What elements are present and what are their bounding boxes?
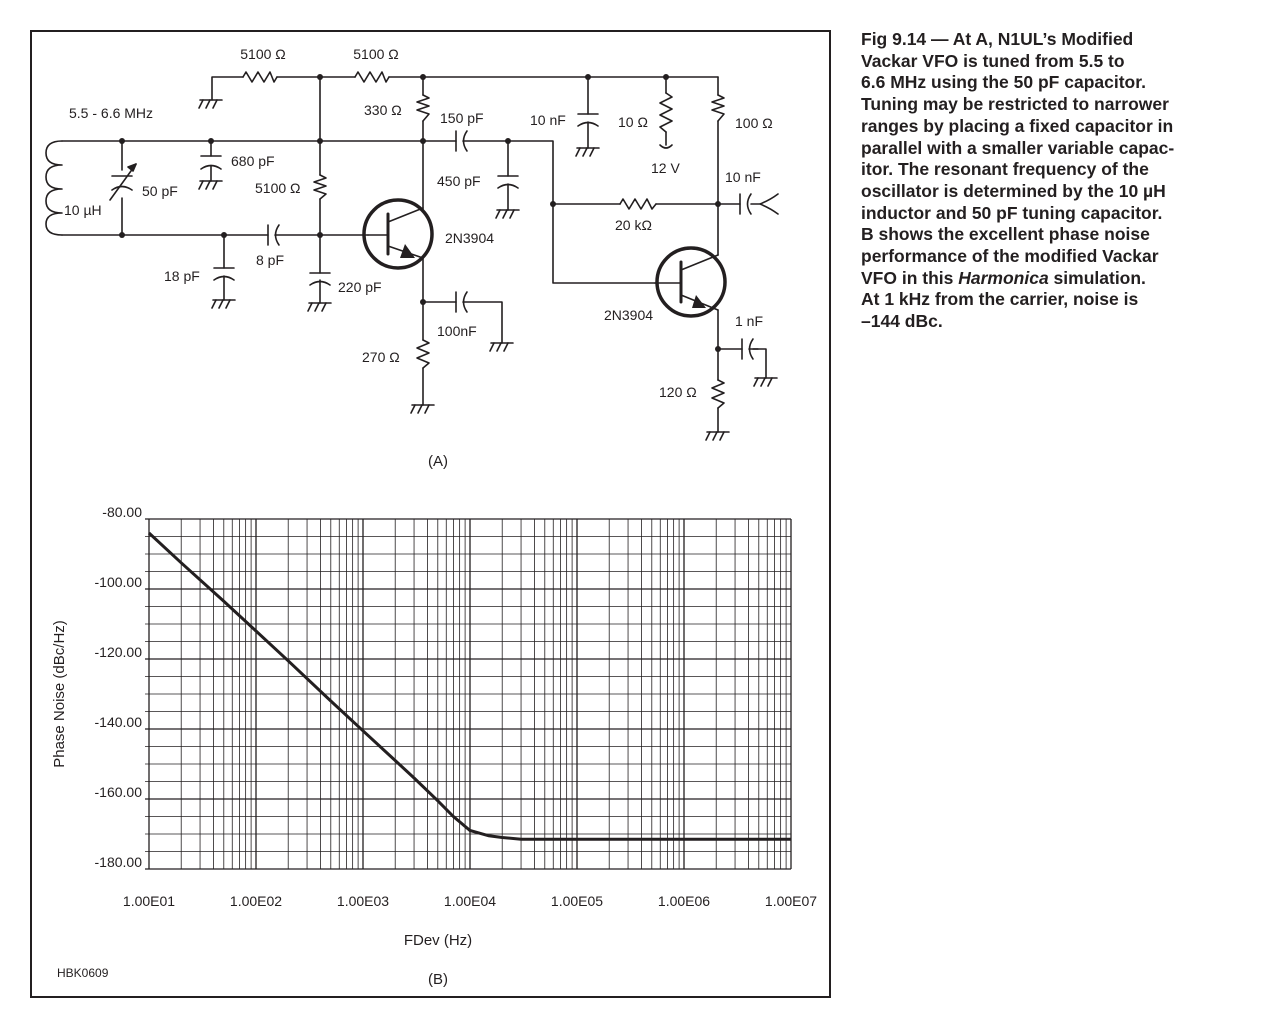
inductor-10uh [45,140,63,236]
figure-caption: Fig 9.14 — At A, N1UL’s Modified Vackar … [861,29,1221,333]
y-tick-labels: -80.00 -100.00 -120.00 -140.00 -160.00 -180.0… [95,504,143,870]
label-5100-left: 5100 Ω [240,46,286,62]
resistor-270 [416,339,430,369]
phase-noise-curve [147,531,791,841]
resistor-20k [619,198,657,210]
label-220pf: 220 pF [338,279,382,295]
x-tick-label: 1.00E02 [230,893,282,909]
caption-line: Tuning may be restricted to narrower [861,94,1169,115]
ground-symbols [198,99,778,441]
part-a-label: (A) [428,453,448,470]
x-tick-label: 1.00E06 [658,893,710,909]
resistor-100 [711,94,725,122]
caption-line: Vackar VFO is tuned from 5.5 to [861,50,1125,71]
resistors [242,71,725,409]
y-tick-label: -100.00 [95,574,143,590]
label-50pf: 50 pF [142,183,178,199]
y-tick-label: -180.00 [95,854,143,870]
caption-line: –144 dBc. [861,311,943,332]
x-tick-labels: 1.00E01 1.00E02 1.00E03 1.00E04 1.00E05 1.00E… [123,893,817,909]
resistor-10 [659,92,673,133]
capacitors [109,113,779,360]
caption-line: Fig 9.14 — At A, N1UL’s Modified [861,29,1134,49]
figure-credit: HBK0609 [57,966,109,980]
label-330: 330 Ω [364,102,402,118]
y-tick-label: -140.00 [95,714,143,730]
label-450pf: 450 pF [437,173,481,189]
supply-12v-terminal [659,144,673,149]
y-tick-label: -120.00 [95,644,143,660]
vackar-vfo-schematic: 5100 Ω 5100 Ω 5.5 - 6.6 MHz 330 Ω 150 pF… [45,46,779,470]
label-frequency-range: 5.5 - 6.6 MHz [69,105,153,121]
label-8pf: 8 pF [256,252,284,268]
label-q2-2n3904: 2N3904 [604,307,653,323]
caption-line: ranges by placing a fixed capacitor in [861,115,1174,136]
transistor-q2 [654,246,727,318]
caption-line: B shows the excellent phase noise [861,224,1150,245]
label-120: 120 Ω [659,384,697,400]
caption-line: performance of the modified Vackar [861,246,1159,267]
caption-line: At 1 kHz from the carrier, noise is [861,289,1139,310]
x-tick-label: 1.00E01 [123,893,175,909]
label-100nf: 100nF [437,323,477,339]
label-680pf: 680 pF [231,153,275,169]
resistor-5100-right [354,71,390,83]
junction-dots [119,74,721,352]
resistor-5100-left [242,71,278,83]
label-270: 270 Ω [362,349,400,365]
figure-frame [30,30,831,998]
part-b-label: (B) [428,971,448,988]
resistor-330 [416,94,430,122]
label-10-ohm: 10 Ω [618,114,648,130]
caption-text: simulation. [1048,267,1146,288]
x-tick-label: 1.00E04 [444,893,496,909]
caption-line: VFO in this Harmonica simulation. [861,268,1221,290]
resistor-120 [711,379,725,409]
caption-line: oscillator is determined by the 10 µH [861,180,1166,201]
caption-line: inductor and 50 pF tuning capacitor. [861,202,1163,223]
label-10uh: 10 µH [64,202,102,218]
caption-italic-harmonica: Harmonica [958,267,1049,288]
y-axis-label: Phase Noise (dBc/Hz) [51,620,68,768]
caption-line: parallel with a smaller variable capac- [861,137,1175,158]
transistor-q1 [362,198,434,270]
caption-text: VFO in this [861,267,959,288]
resistor-5100-vertical [313,174,327,200]
label-12v: 12 V [651,160,680,176]
label-18pf: 18 pF [164,268,200,284]
phase-noise-chart: 1.00E01 1.00E02 1.00E03 1.00E04 1.00E05 1.00E… [51,504,817,988]
label-q1-2n3904: 2N3904 [445,230,494,246]
x-tick-label: 1.00E03 [337,893,389,909]
label-10nf-top: 10 nF [530,112,566,128]
label-10nf-out: 10 nF [725,169,761,185]
x-tick-label: 1.00E07 [765,893,817,909]
label-5100-vertical: 5100 Ω [255,180,301,196]
label-5100-right: 5100 Ω [353,46,399,62]
caption-line: 6.6 MHz using the 50 pF capacitor. [861,72,1146,93]
y-tick-label: -80.00 [102,504,142,520]
label-100-ohm: 100 Ω [735,115,773,131]
label-150pf: 150 pF [440,110,484,126]
label-1nf: 1 nF [735,313,763,329]
chart-grid [145,518,792,870]
caption-line: itor. The resonant frequency of the [861,159,1149,180]
x-tick-label: 1.00E05 [551,893,603,909]
label-20k: 20 kΩ [615,217,652,233]
x-axis-label: FDev (Hz) [404,932,472,949]
y-tick-label: -160.00 [95,784,143,800]
